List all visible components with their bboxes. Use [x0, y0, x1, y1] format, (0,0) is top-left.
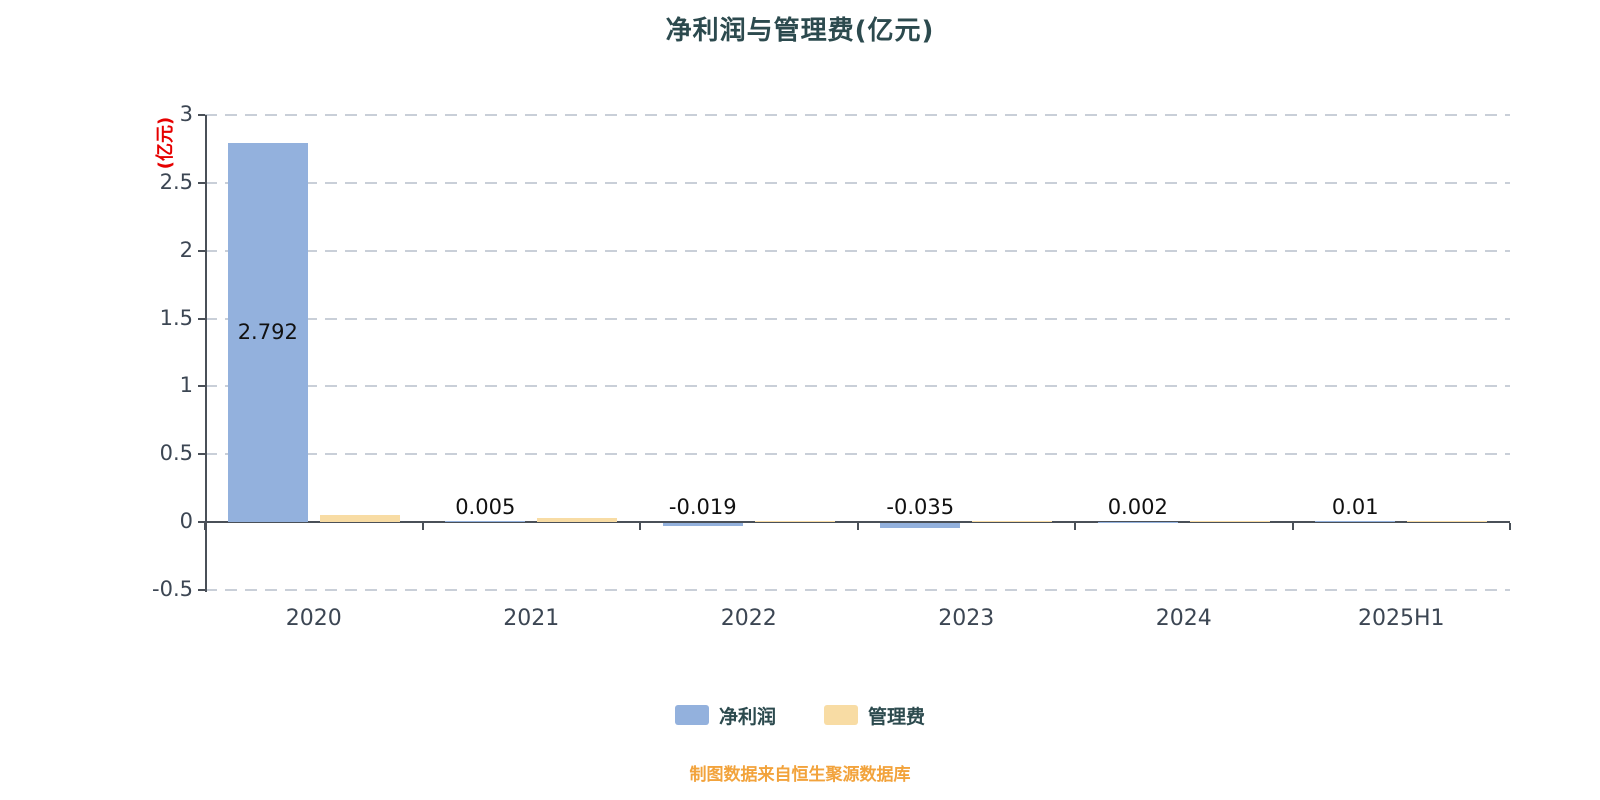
x-tick-label: 2021	[503, 606, 560, 631]
bar-value-label: -0.019	[668, 495, 737, 520]
y-tick-mark	[198, 114, 205, 116]
bar-净利润-2021[interactable]	[445, 521, 526, 523]
x-tick-label: 2020	[285, 606, 342, 631]
bar-管理费-2022[interactable]	[754, 520, 835, 523]
y-tick-label: -0.5	[152, 577, 193, 601]
x-tick-label: 2024	[1155, 606, 1212, 631]
legend: 净利润 管理费	[0, 700, 1600, 730]
chart-title: 净利润与管理费(亿元)	[665, 16, 935, 46]
bar-净利润-2022[interactable]	[662, 523, 743, 526]
legend-item-mgmt-fee[interactable]: 管理费	[824, 702, 925, 729]
legend-item-net-profit[interactable]: 净利润	[674, 702, 776, 729]
y-axis-line	[205, 115, 207, 592]
bar-净利润-2020[interactable]	[227, 143, 308, 523]
bar-净利润-2023[interactable]	[880, 523, 961, 528]
x-tick-mark	[1074, 523, 1076, 531]
x-tick-mark	[204, 523, 206, 531]
gridline	[205, 181, 1510, 184]
gridline	[205, 249, 1510, 252]
gridline	[205, 589, 1510, 591]
x-tick-mark	[421, 523, 424, 531]
data-source-note: 制图数据来自恒生聚源数据库	[689, 765, 911, 785]
y-tick-mark	[198, 249, 205, 252]
legend-label-net-profit: 净利润	[718, 705, 776, 728]
gridline	[205, 317, 1510, 320]
bar-value-label: 0.002	[1107, 495, 1168, 520]
x-tick-mark	[1509, 523, 1511, 531]
y-tick-mark	[198, 521, 205, 524]
y-tick-mark	[198, 181, 205, 184]
x-tick-label: 2025H1	[1357, 606, 1445, 631]
y-tick-label: 0	[179, 509, 193, 534]
bar-value-label: 2.792	[237, 319, 298, 344]
y-tick-mark	[198, 453, 205, 456]
bar-value-label: 0.005	[455, 495, 516, 520]
bar-管理费-2024[interactable]	[1189, 521, 1270, 523]
y-tick-label: 0.5	[159, 441, 193, 466]
y-tick-mark	[198, 317, 205, 320]
bar-管理费-2025H1[interactable]	[1407, 521, 1488, 523]
y-tick-label: 1.5	[159, 305, 193, 330]
gridline	[205, 453, 1510, 456]
x-tick-label: 2023	[938, 606, 995, 631]
y-tick-label: 3	[179, 102, 193, 126]
bar-管理费-2020[interactable]	[319, 514, 400, 523]
bar-净利润-2025H1[interactable]	[1315, 520, 1396, 523]
x-axis-line	[205, 521, 1510, 524]
bar-管理费-2021[interactable]	[537, 518, 618, 523]
bar-value-label: -0.035	[886, 495, 955, 520]
bar-管理费-2023[interactable]	[972, 520, 1053, 523]
bar-净利润-2024[interactable]	[1097, 521, 1178, 523]
gridline	[205, 114, 1510, 116]
y-tick-label: 2.5	[159, 169, 193, 194]
bar-value-label: 0.01	[1331, 495, 1379, 520]
x-tick-mark	[856, 523, 859, 531]
gridline	[205, 385, 1510, 388]
x-tick-mark	[639, 523, 641, 531]
y-tick-label: 2	[179, 237, 193, 262]
legend-label-mgmt-fee: 管理费	[868, 705, 926, 728]
x-tick-label: 2022	[720, 606, 777, 631]
x-tick-mark	[1291, 523, 1294, 531]
legend-swatch-net-profit	[674, 705, 709, 725]
y-tick-mark	[198, 589, 205, 591]
y-tick-label: 1	[179, 373, 193, 398]
legend-swatch-mgmt-fee	[824, 705, 858, 725]
y-tick-mark	[198, 385, 205, 388]
